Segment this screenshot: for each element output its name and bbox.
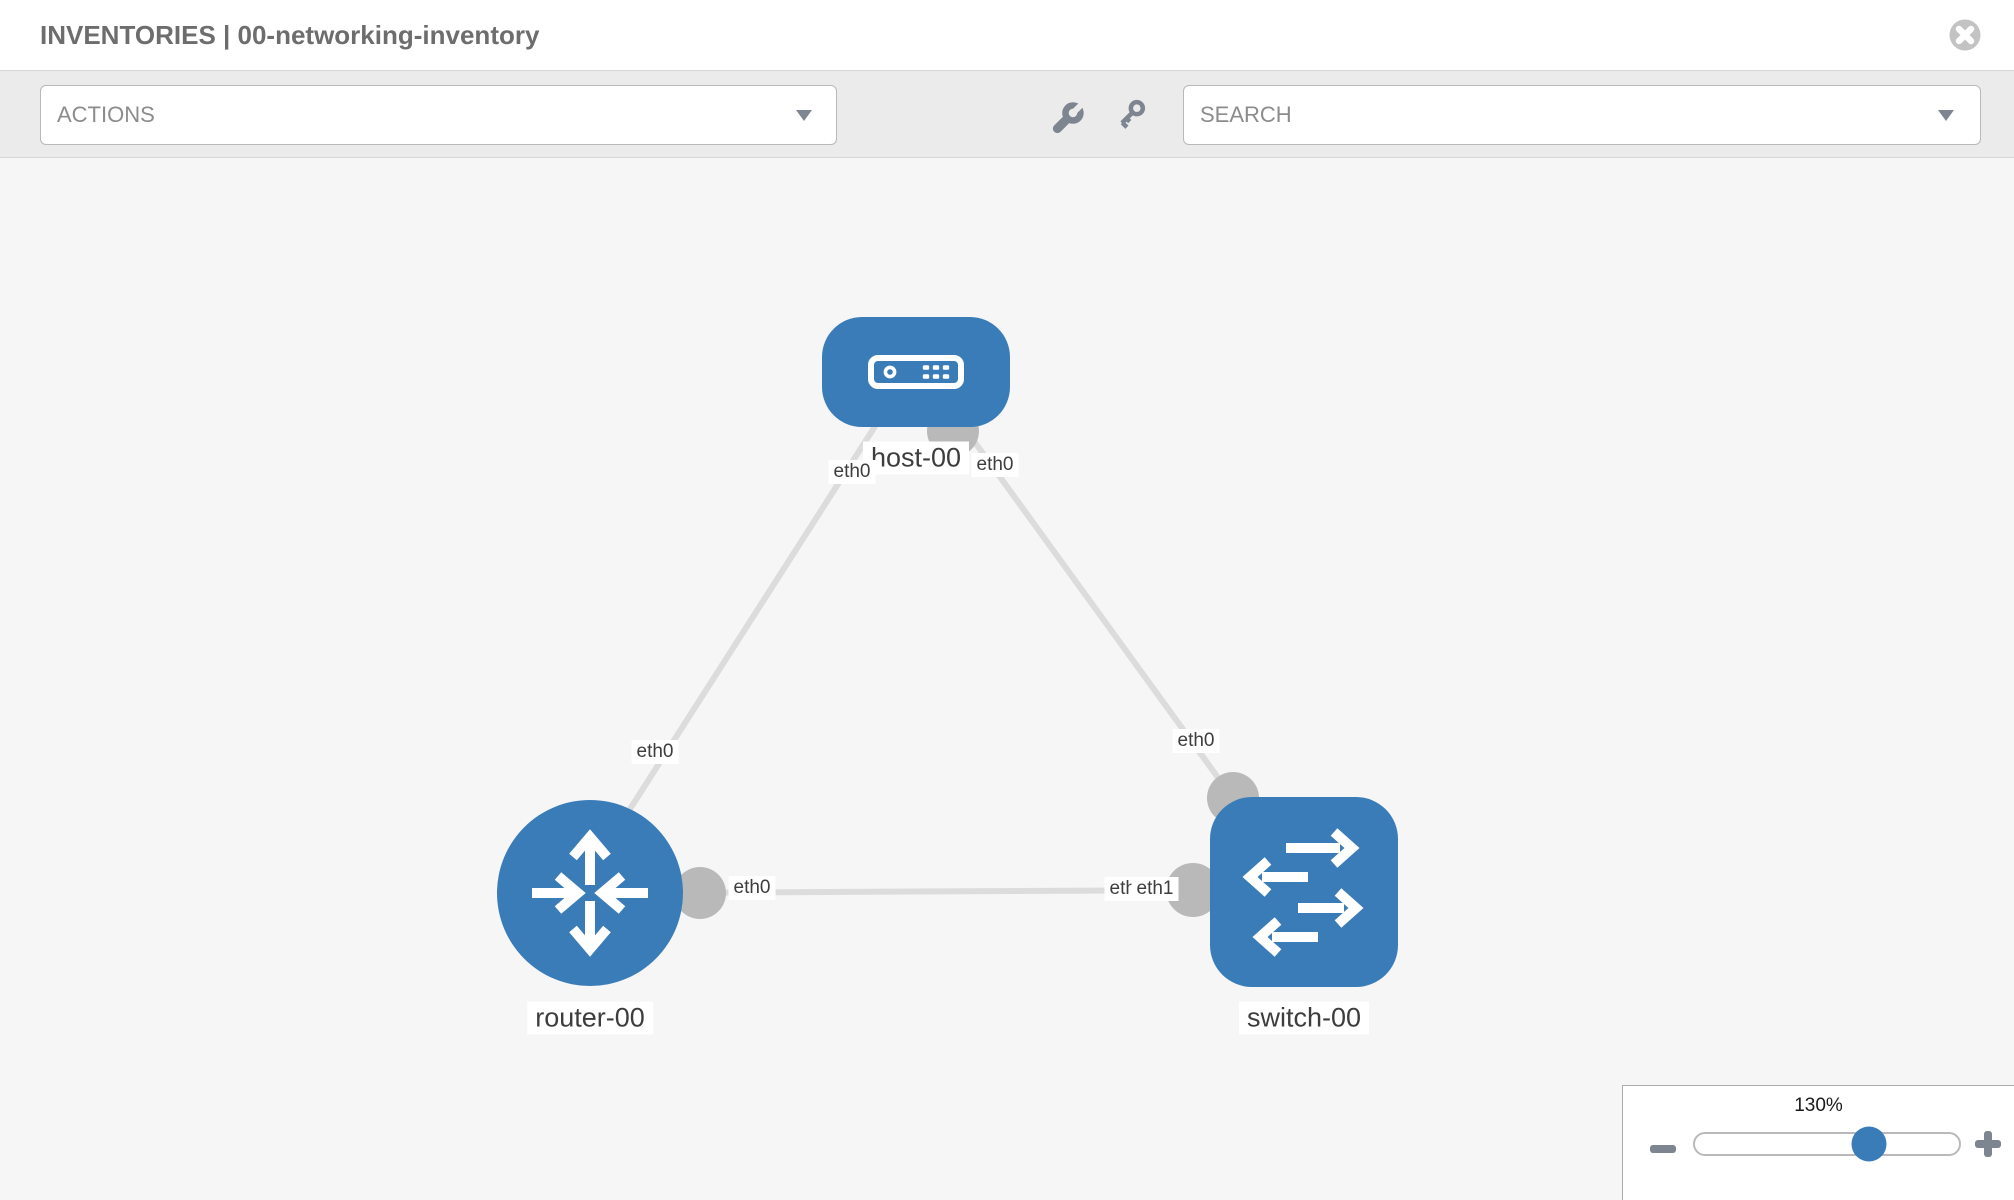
close-button[interactable] [1946, 16, 1984, 54]
page-title: INVENTORIES | 00-networking-inventory [40, 20, 540, 50]
switch-icon [1242, 828, 1364, 957]
plus-icon [1975, 1131, 2001, 1157]
actions-dropdown[interactable]: ACTIONS [40, 85, 837, 145]
minus-icon [1650, 1145, 1676, 1153]
key-icon[interactable] [1120, 99, 1156, 142]
topology-svg [497, 317, 1398, 987]
node-label: router-00 [527, 1001, 653, 1035]
wrench-icon[interactable] [1050, 98, 1086, 143]
node-switch-00[interactable] [1210, 797, 1398, 987]
zoom-in-button[interactable] [1975, 1131, 2001, 1162]
close-icon [1949, 19, 1981, 51]
node-label: host-00 [862, 441, 970, 475]
links [602, 404, 1243, 896]
search-dropdown[interactable]: SEARCH [1183, 85, 1981, 145]
chevron-down-icon [796, 110, 812, 121]
interface-dot-router [674, 867, 726, 919]
interface-label: eth1 [1131, 877, 1179, 901]
zoom-slider-knob[interactable] [1851, 1126, 1887, 1162]
zoom-level: 130% [1794, 1095, 1843, 1116]
interface-dot-switch-left [1166, 863, 1220, 917]
interface-label: eth0 [828, 460, 876, 484]
chevron-down-icon [1938, 110, 1954, 121]
interface-label: eth0 [631, 740, 679, 764]
node-host-00[interactable] [822, 317, 1010, 427]
node-router-00[interactable] [497, 800, 683, 986]
zoom-slider-track[interactable] [1693, 1126, 1961, 1162]
toolbar: ACTIONS SEARC [0, 70, 2014, 158]
zoom-panel: 130% [1622, 1085, 2014, 1200]
interface-label: eth0 [1172, 729, 1220, 753]
interface-label: eth0 [971, 453, 1019, 477]
zoom-out-button[interactable] [1650, 1140, 1676, 1158]
node-label: switch-00 [1238, 1001, 1370, 1035]
search-label: SEARCH [1200, 102, 1292, 127]
host-icon [868, 355, 964, 389]
header: INVENTORIES | 00-networking-inventory [0, 0, 2014, 70]
interface-label: eth0 [728, 876, 776, 900]
actions-dropdown-label: ACTIONS [57, 102, 155, 127]
router-icon [532, 829, 648, 957]
interface-dots [674, 405, 1259, 919]
topology-canvas[interactable]: host-00 router-00 switch-00 eth0 eth0 et… [0, 158, 2014, 1200]
